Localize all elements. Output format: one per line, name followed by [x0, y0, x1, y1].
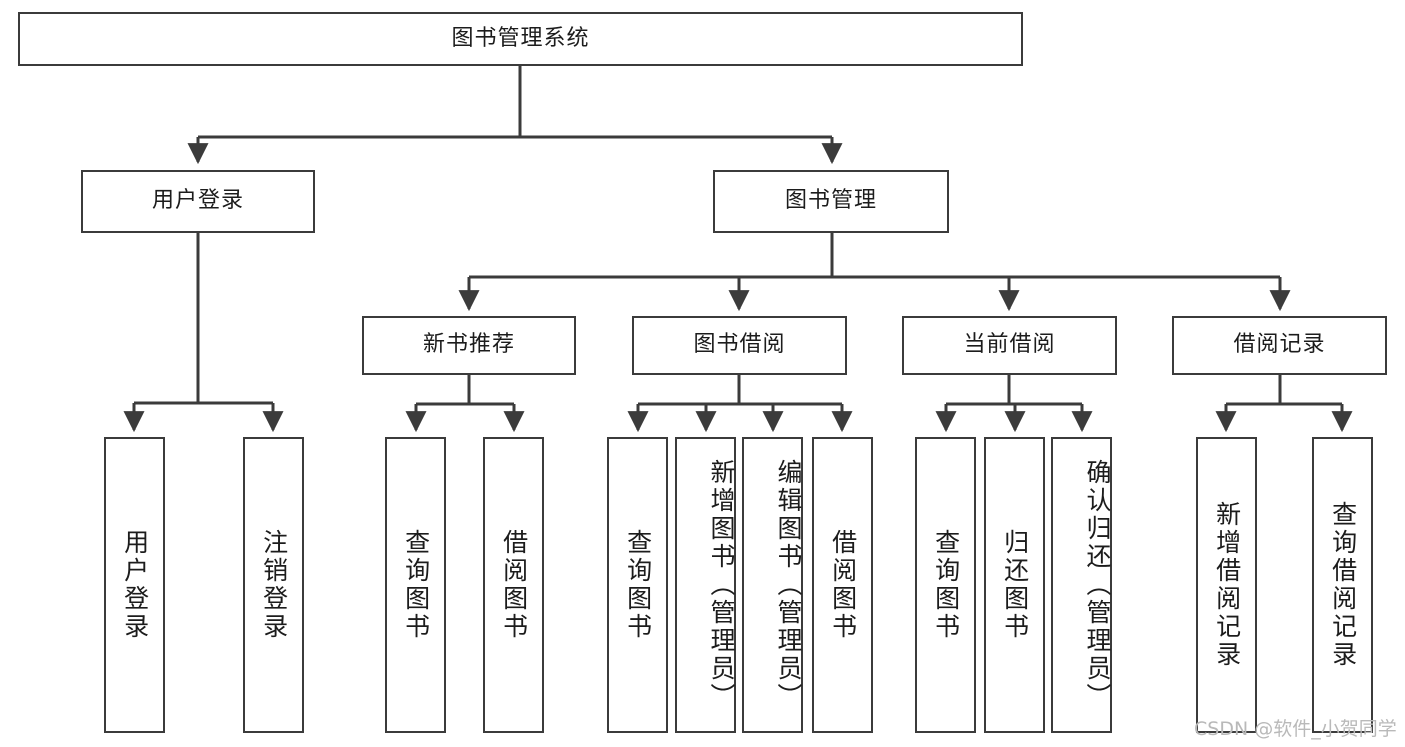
leaf-user-login[interactable]: 用户登录 [104, 437, 165, 733]
node-label: 注销登录 [259, 529, 289, 641]
leaf-return-book[interactable]: 归还图书 [984, 437, 1045, 733]
csdn-watermark: CSDN @软件_小贺同学 [1194, 718, 1397, 740]
node-label: 用户登录 [151, 188, 244, 214]
node-label: 借阅图书 [828, 529, 858, 641]
node-label: 查询图书 [401, 529, 431, 641]
node-label: 新增借阅记录 [1212, 501, 1242, 669]
leaf-logout[interactable]: 注销登录 [243, 437, 304, 733]
node-label: 图书管理系统 [451, 25, 590, 51]
node-label: 当前借阅 [963, 332, 1056, 358]
leaf-borrow-book[interactable]: 借阅图书 [812, 437, 873, 733]
node-book-management[interactable]: 图书管理 [713, 170, 949, 233]
node-label: 编辑图书（管理员） [774, 459, 803, 711]
leaf-add-book-admin[interactable]: 新增图书（管理员） [675, 437, 736, 733]
node-label: 用户登录 [120, 529, 150, 641]
leaf-edit-book-admin[interactable]: 编辑图书（管理员） [742, 437, 803, 733]
node-label: 图书借阅 [693, 332, 786, 358]
node-root-book-management-system[interactable]: 图书管理系统 [18, 12, 1023, 66]
node-user-login[interactable]: 用户登录 [81, 170, 315, 233]
leaf-query-borrow-record[interactable]: 查询借阅记录 [1312, 437, 1373, 733]
node-label: 确认归还（管理员） [1083, 459, 1112, 711]
node-label: 借阅记录 [1233, 332, 1326, 358]
node-borrow-record[interactable]: 借阅记录 [1172, 316, 1387, 375]
node-label: 查询借阅记录 [1328, 501, 1358, 669]
node-label: 借阅图书 [499, 529, 529, 641]
leaf-confirm-return-admin[interactable]: 确认归还（管理员） [1051, 437, 1112, 733]
leaf-query-book-current[interactable]: 查询图书 [915, 437, 976, 733]
node-label: 新增图书（管理员） [707, 459, 736, 711]
node-label: 查询图书 [623, 529, 653, 641]
node-new-book-recommend[interactable]: 新书推荐 [362, 316, 576, 375]
leaf-borrow-book-recommend[interactable]: 借阅图书 [483, 437, 544, 733]
node-book-borrow[interactable]: 图书借阅 [632, 316, 847, 375]
node-label: 图书管理 [784, 188, 877, 214]
leaf-query-book-borrow[interactable]: 查询图书 [607, 437, 668, 733]
node-label: 归还图书 [1000, 529, 1030, 641]
node-label: 查询图书 [931, 529, 961, 641]
leaf-add-borrow-record[interactable]: 新增借阅记录 [1196, 437, 1257, 733]
leaf-query-book-recommend[interactable]: 查询图书 [385, 437, 446, 733]
node-label: 新书推荐 [422, 332, 515, 358]
node-current-borrow[interactable]: 当前借阅 [902, 316, 1117, 375]
